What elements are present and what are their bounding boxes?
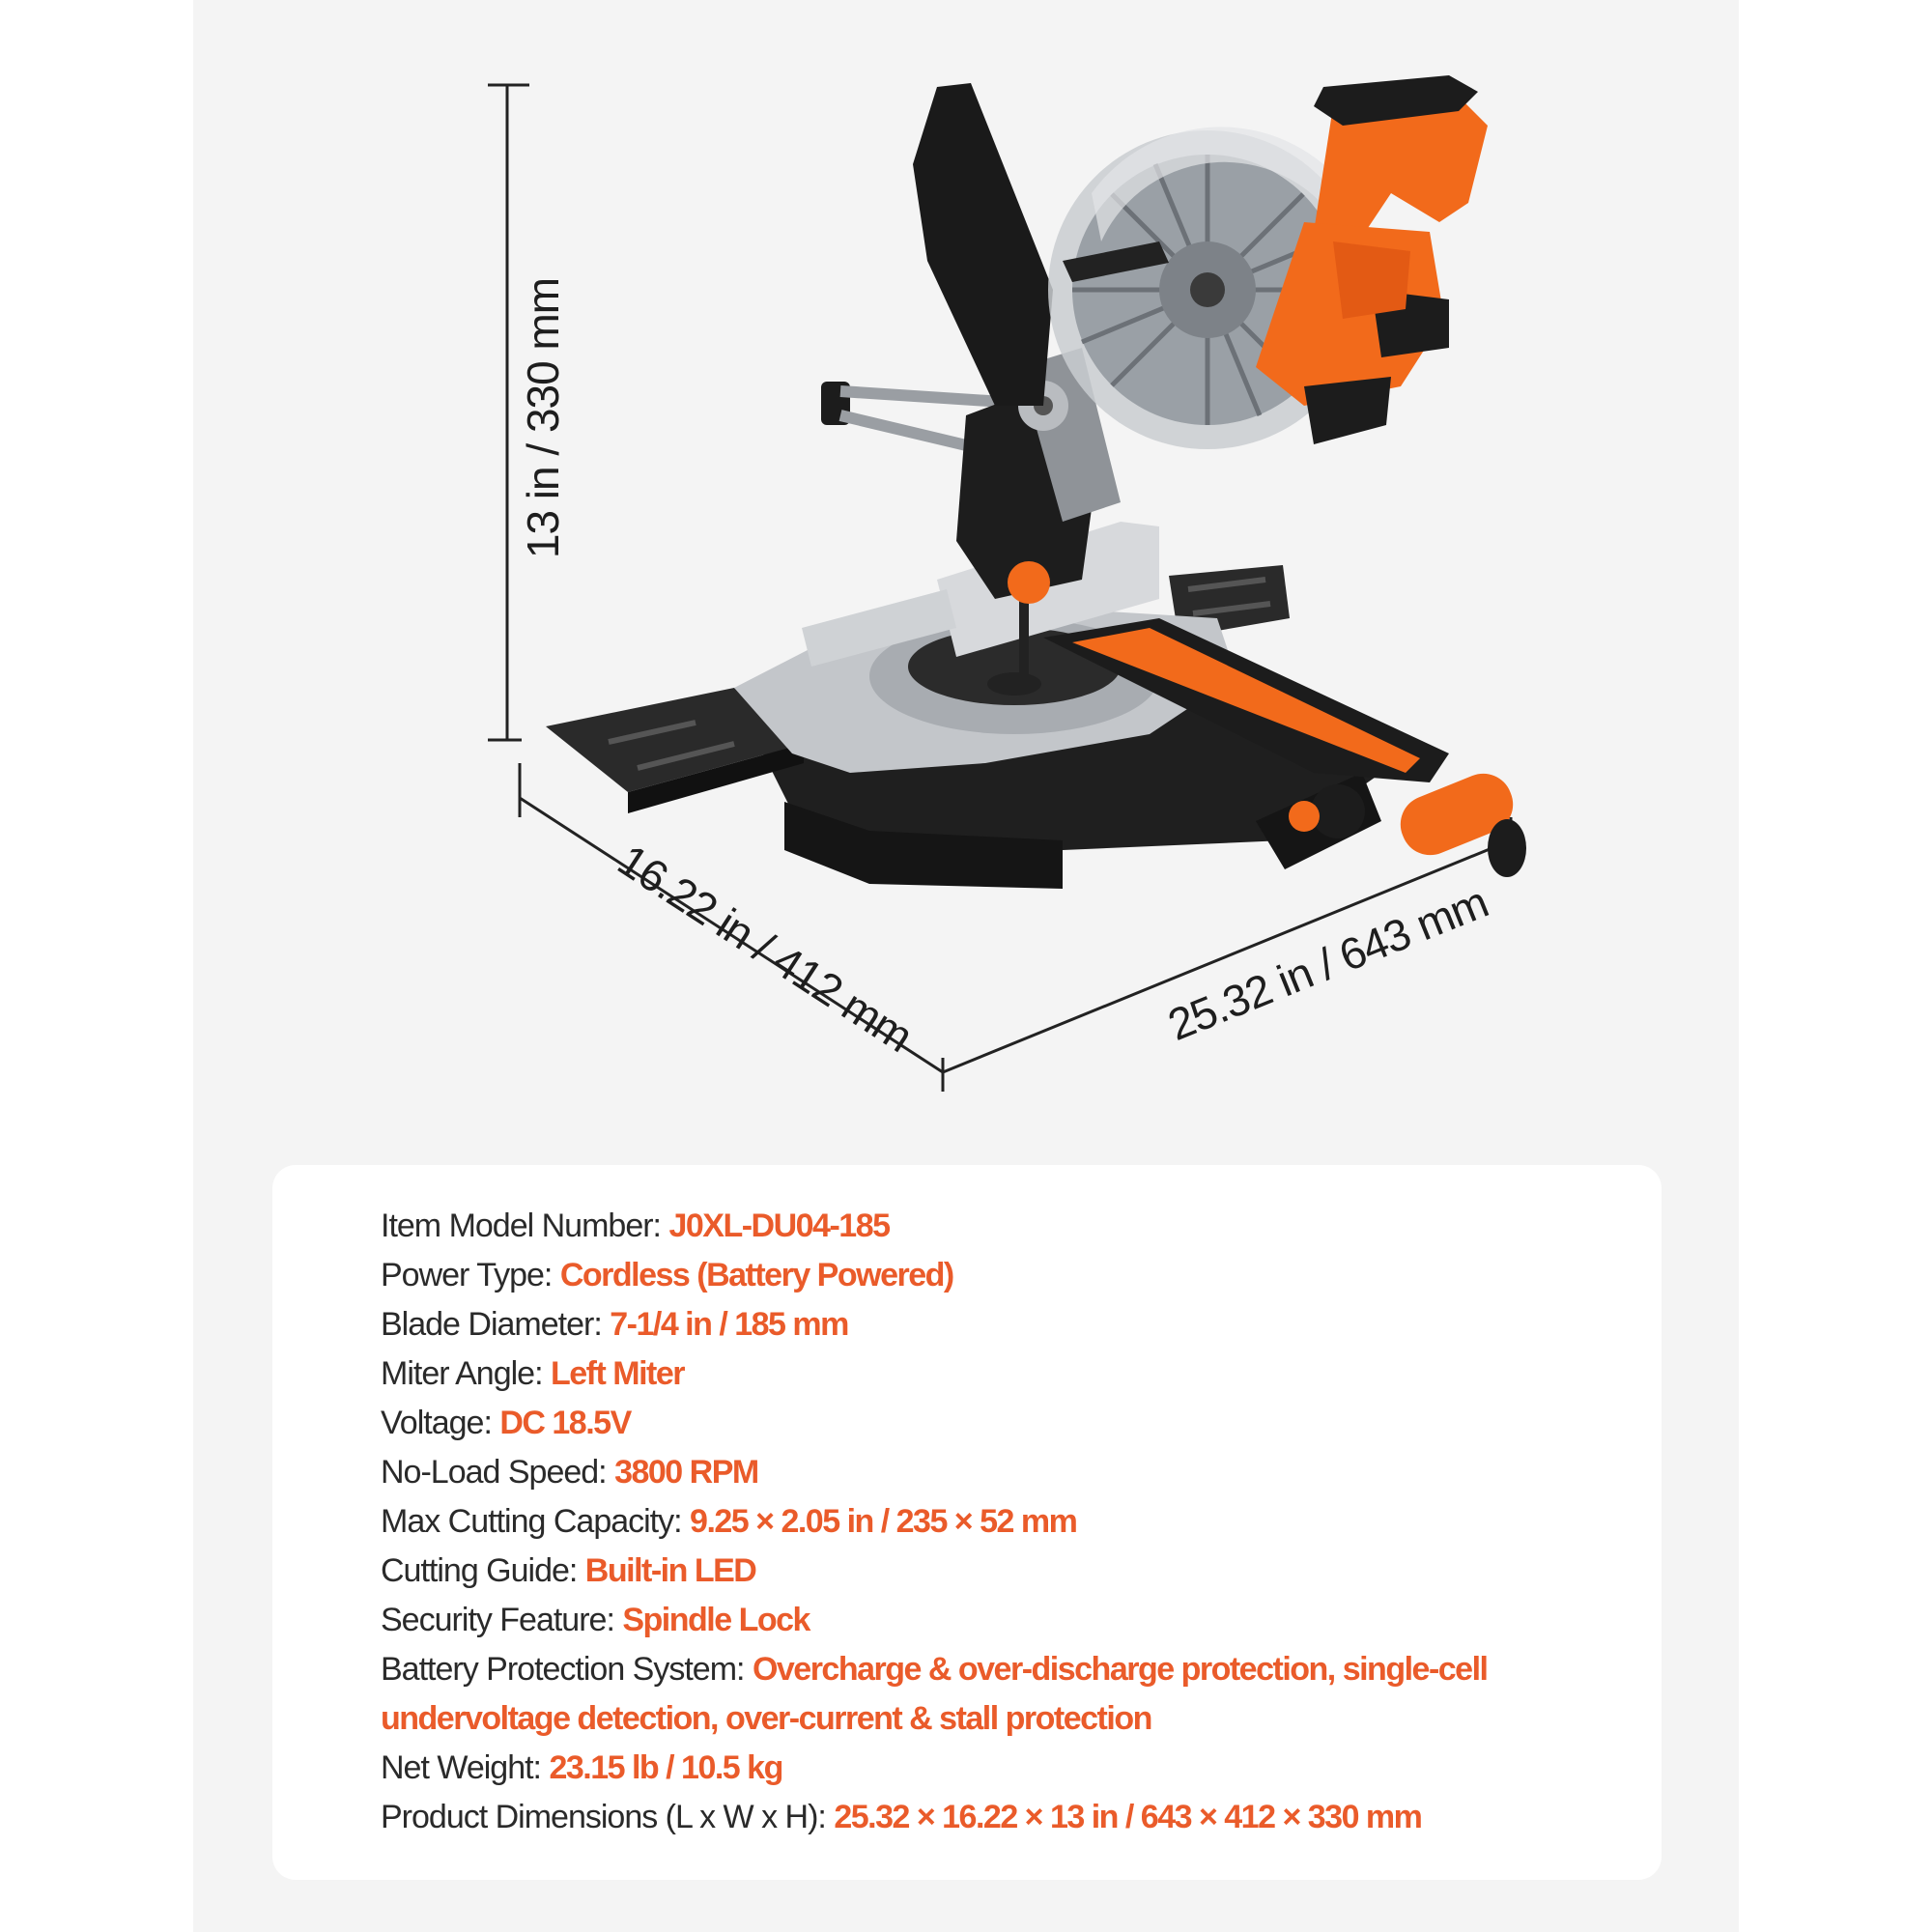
miter-saw-illustration [488, 75, 1526, 1092]
spec-label: Cutting Guide: [381, 1552, 585, 1589]
spec-model-number: Item Model Number: J0XL-DU04-185 [381, 1202, 891, 1251]
height-dimension-line [488, 83, 529, 742]
spec-net-weight: Net Weight: 23.15 lb / 10.5 kg [381, 1744, 783, 1793]
spec-label: Voltage: [381, 1405, 500, 1441]
spec-product-dimensions: Product Dimensions (L x W x H): 25.32 × … [381, 1793, 1423, 1842]
spec-no-load-speed: No-Load Speed: 3800 RPM [381, 1448, 759, 1497]
hold-down-clamp [987, 561, 1050, 696]
spec-miter-angle: Miter Angle: Left Miter [381, 1350, 686, 1399]
spec-max-cutting-capacity: Max Cutting Capacity: 9.25 × 2.05 in / 2… [381, 1497, 1078, 1547]
specifications-card: Item Model Number: J0XL-DU04-185 Power T… [272, 1165, 1662, 1880]
spec-blade-diameter: Blade Diameter: 7-1/4 in / 185 mm [381, 1300, 849, 1350]
spec-label: Blade Diameter: [381, 1306, 611, 1343]
spec-value: Cordless (Battery Powered) [559, 1257, 954, 1293]
spec-value: Overcharge & over-discharge protection, … [381, 1651, 1489, 1737]
spec-label: Power Type: [381, 1257, 560, 1293]
spec-label: Product Dimensions (L x W x H): [381, 1799, 835, 1835]
spec-value: Spindle Lock [622, 1602, 810, 1638]
left-extension-wing [546, 688, 804, 792]
spec-value: DC 18.5V [499, 1405, 632, 1441]
product-canvas: 13 in / 330 mm 16.22 in / 412 mm 25.32 i… [193, 0, 1739, 1932]
spec-value: Left Miter [550, 1355, 686, 1392]
spec-voltage: Voltage: DC 18.5V [381, 1399, 632, 1448]
spec-label: Net Weight: [381, 1749, 550, 1786]
product-figure: 13 in / 330 mm 16.22 in / 412 mm 25.32 i… [193, 0, 1739, 1140]
spec-value: 7-1/4 in / 185 mm [610, 1306, 849, 1343]
spec-security-feature: Security Feature: Spindle Lock [381, 1596, 810, 1645]
spec-label: Miter Angle: [381, 1355, 551, 1392]
spec-value: 3800 RPM [614, 1454, 759, 1491]
motor-housing [1256, 75, 1488, 444]
spec-value: J0XL-DU04-185 [668, 1208, 891, 1244]
miter-handle-knob [1311, 784, 1365, 838]
spec-power-type: Power Type: Cordless (Battery Powered) [381, 1251, 954, 1300]
spec-value: 9.25 × 2.05 in / 235 × 52 mm [690, 1503, 1078, 1540]
spec-cutting-guide: Cutting Guide: Built-in LED [381, 1547, 757, 1596]
spec-battery-protection: Battery Protection System: Overcharge & … [381, 1645, 1598, 1744]
spec-value: 23.15 lb / 10.5 kg [549, 1749, 783, 1786]
spec-value: Built-in LED [584, 1552, 757, 1589]
depth-dimension-line [518, 763, 945, 1092]
dust-deflector [913, 83, 1053, 406]
height-dimension-label: 13 in / 330 mm [518, 277, 568, 559]
spec-value: 25.32 × 16.22 × 13 in / 643 × 412 × 330 … [834, 1799, 1423, 1835]
spec-label: Battery Protection System: [381, 1651, 753, 1688]
spec-label: Security Feature: [381, 1602, 623, 1638]
spec-label: No-Load Speed: [381, 1454, 615, 1491]
spec-label: Item Model Number: [381, 1208, 669, 1244]
spec-label: Max Cutting Capacity: [381, 1503, 691, 1540]
